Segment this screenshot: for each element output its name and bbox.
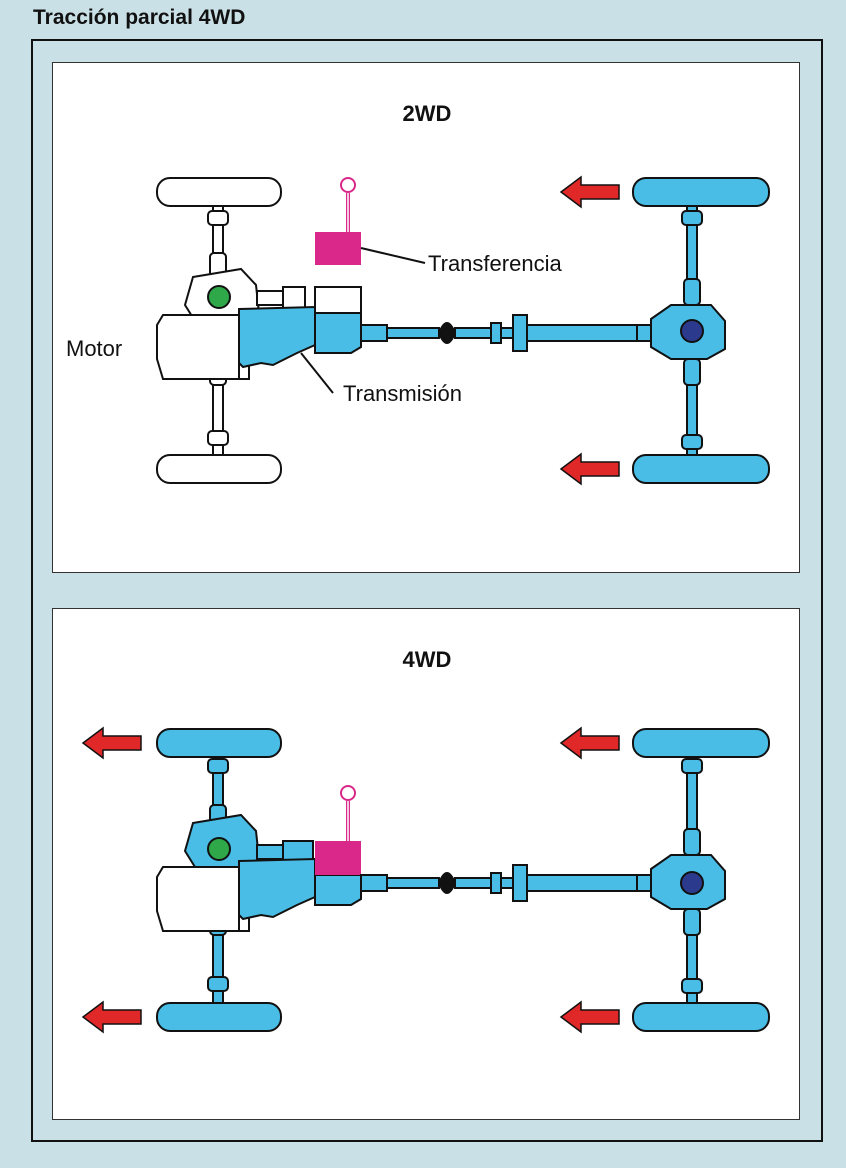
front-diff-gear-2wd: [207, 285, 231, 309]
front-left-wheel-4wd: [156, 728, 282, 758]
transfer-case-upper-2wd: [314, 286, 362, 314]
front-diff-gear-4wd: [207, 837, 231, 861]
transfer-label: Transferencia: [428, 251, 562, 276]
rear-propshaft-2wd: [360, 314, 652, 352]
drive-arrow-rear-left-4wd: [559, 726, 620, 760]
front-right-wheel-4wd: [156, 1002, 282, 1032]
engine-label: Motor: [66, 336, 122, 361]
front-propshaft-4wd: [256, 840, 314, 864]
rear-left-wheel-2wd: [632, 177, 770, 207]
rear-left-wheel-4wd: [632, 728, 770, 758]
page-title: Tracción parcial 4WD: [33, 6, 246, 29]
drive-arrow-rear-right-2wd: [559, 452, 620, 486]
transmission-label: Transmisión: [343, 381, 462, 406]
rear-right-wheel-2wd: [632, 454, 770, 484]
engine-block-2wd: [156, 314, 240, 380]
front-left-wheel-2wd: [156, 177, 282, 207]
transmission-2wd: [238, 305, 316, 369]
transfer-case-4wd: [314, 874, 362, 906]
drive-arrow-front-left-4wd: [81, 726, 142, 760]
engine-block-4wd: [156, 866, 240, 932]
mode-title-4wd: 4WD: [403, 647, 452, 672]
transfer-lever-2wd: [315, 177, 361, 265]
transmission-callout-line: [300, 352, 334, 394]
drive-arrow-front-right-4wd: [81, 1000, 142, 1034]
rear-axle-2wd: [681, 204, 703, 460]
mode-title-2wd: 2WD: [403, 101, 452, 126]
drive-arrow-rear-right-4wd: [559, 1000, 620, 1034]
front-propshaft-2wd: [256, 286, 306, 310]
transmission-4wd: [238, 857, 316, 921]
panel-4wd: 4WD: [52, 608, 800, 1120]
front-right-wheel-2wd: [156, 454, 282, 484]
rear-diff-gear-4wd: [680, 871, 704, 895]
drivetrain-diagram-4wd: 4WD: [81, 647, 770, 1034]
drive-arrow-rear-left-2wd: [559, 175, 620, 209]
panel-2wd: 2WD: [52, 62, 800, 573]
transfer-engaged-block-4wd: [315, 841, 361, 875]
rear-propshaft-4wd: [360, 864, 652, 902]
rear-diff-gear-2wd: [680, 319, 704, 343]
drivetrain-diagram-2wd: 2WD: [66, 101, 770, 486]
transfer-case-2wd: [314, 312, 362, 354]
rear-right-wheel-4wd: [632, 1002, 770, 1032]
transfer-callout-line: [360, 247, 426, 264]
transfer-lever-4wd: [340, 785, 356, 841]
